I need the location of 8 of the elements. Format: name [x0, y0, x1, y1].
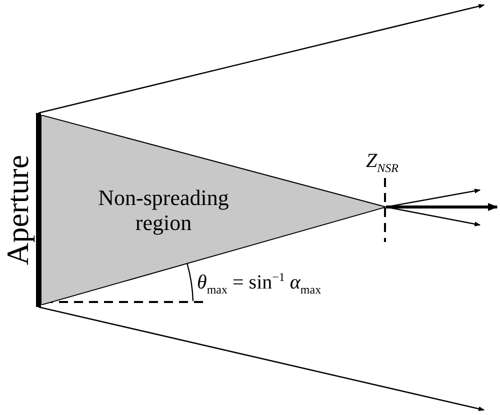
aperture-label: Aperture	[0, 154, 36, 266]
distance-label: Z$_{NSR}$	[366, 150, 398, 176]
aperture-bar	[36, 113, 41, 307]
arrow	[38, 4, 485, 114]
arrow	[38, 306, 485, 412]
angle-formula: θ$_{max}$ = sin$^{−1}$ α$_{max}$	[197, 270, 322, 298]
arrow	[386, 203, 498, 211]
region-label: Non-spreading region	[97, 184, 230, 236]
